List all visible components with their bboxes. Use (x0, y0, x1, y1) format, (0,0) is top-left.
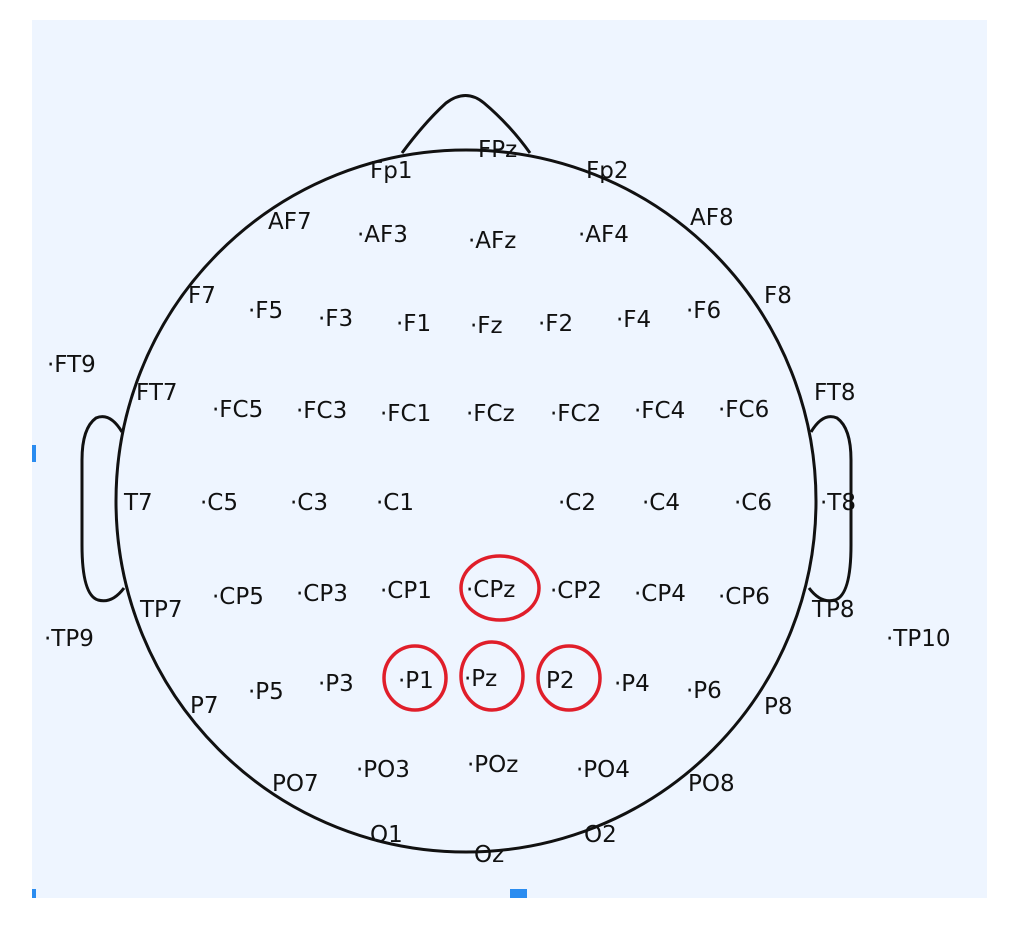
electrode-label-o2[interactable]: O2 (584, 822, 617, 848)
electrode-label-ft9[interactable]: ·FT9 (47, 352, 96, 378)
electrode-label-afz[interactable]: ·AFz (468, 228, 516, 254)
electrode-label-t8[interactable]: ·T8 (820, 490, 856, 516)
electrode-label-c3[interactable]: ·C3 (290, 490, 328, 516)
electrode-label-p4[interactable]: ·P4 (614, 671, 650, 697)
electrode-label-cp6[interactable]: ·CP6 (718, 584, 770, 610)
electrode-label-pz[interactable]: ·Pz (464, 666, 497, 692)
left-ear-shape (80, 415, 126, 603)
electrode-label-f1[interactable]: ·F1 (396, 311, 431, 337)
electrode-label-af7[interactable]: AF7 (268, 209, 312, 235)
electrode-label-p5[interactable]: ·P5 (248, 679, 284, 705)
electrode-label-c5[interactable]: ·C5 (200, 490, 238, 516)
electrode-label-cp4[interactable]: ·CP4 (634, 581, 686, 607)
electrode-label-poz[interactable]: ·POz (467, 752, 518, 778)
highlight-ring-p2 (536, 644, 602, 712)
resize-handle-bottom[interactable] (510, 889, 527, 898)
electrode-label-p8[interactable]: P8 (764, 694, 793, 720)
electrode-label-fpz[interactable]: FPz (478, 137, 517, 163)
electrode-label-f5[interactable]: ·F5 (248, 298, 283, 324)
electrode-label-f2[interactable]: ·F2 (538, 311, 573, 337)
electrode-label-tp10[interactable]: ·TP10 (886, 626, 951, 652)
electrode-label-f4[interactable]: ·F4 (616, 307, 651, 333)
electrode-label-tp7[interactable]: TP7 (139, 597, 183, 623)
electrode-label-fz[interactable]: ·Fz (470, 313, 503, 339)
electrode-label-af8[interactable]: AF8 (690, 205, 734, 231)
montage-canvas (32, 20, 987, 898)
electrode-label-tp9[interactable]: ·TP9 (44, 626, 94, 652)
resize-handle-bottom-left[interactable] (32, 889, 36, 898)
electrode-label-po7[interactable]: PO7 (272, 771, 319, 797)
highlight-ring-cpz (459, 554, 541, 622)
highlight-circles (382, 554, 602, 712)
electrode-label-c4[interactable]: ·C4 (642, 490, 680, 516)
highlight-ring-pz (459, 640, 525, 712)
electrode-label-o1[interactable]: O1 (370, 822, 403, 848)
highlight-ring-p1 (382, 644, 448, 712)
electrode-label-p2[interactable]: P2 (546, 668, 575, 694)
electrode-label-p3[interactable]: ·P3 (318, 671, 354, 697)
electrode-label-p1[interactable]: ·P1 (398, 668, 434, 694)
electrode-label-fc3[interactable]: ·FC3 (296, 398, 347, 424)
head-outline (80, 94, 853, 854)
electrode-label-po8[interactable]: PO8 (688, 771, 735, 797)
electrode-label-fc5[interactable]: ·FC5 (212, 397, 263, 423)
electrode-label-cp3[interactable]: ·CP3 (296, 581, 348, 607)
electrode-label-f6[interactable]: ·F6 (686, 298, 721, 324)
electrode-label-p7[interactable]: P7 (190, 693, 219, 719)
electrode-label-fp1[interactable]: Fp1 (370, 158, 412, 184)
electrode-label-c1[interactable]: ·C1 (376, 490, 414, 516)
electrode-label-cp5[interactable]: ·CP5 (212, 584, 264, 610)
resize-handle-left[interactable] (32, 445, 36, 462)
electrode-label-po4[interactable]: ·PO4 (576, 757, 630, 783)
electrode-label-fp2[interactable]: Fp2 (586, 158, 628, 184)
electrode-label-cpz[interactable]: ·CPz (466, 577, 515, 603)
electrode-label-cp1[interactable]: ·CP1 (380, 578, 432, 604)
electrode-label-fc4[interactable]: ·FC4 (634, 398, 685, 424)
head-circle (114, 148, 818, 854)
nose-shape (400, 94, 532, 154)
electrode-label-fcz[interactable]: ·FCz (466, 401, 515, 427)
electrode-label-ft8[interactable]: FT8 (814, 380, 856, 406)
electrode-label-fc2[interactable]: ·FC2 (550, 401, 601, 427)
electrode-label-p6[interactable]: ·P6 (686, 678, 722, 704)
electrode-label-ft7[interactable]: FT7 (136, 380, 178, 406)
electrode-label-oz[interactable]: Oz (474, 842, 504, 868)
electrode-label-tp8[interactable]: TP8 (811, 597, 855, 623)
electrode-label-fc6[interactable]: ·FC6 (718, 397, 769, 423)
electrode-label-c6[interactable]: ·C6 (734, 490, 772, 516)
electrode-label-f3[interactable]: ·F3 (318, 306, 353, 332)
electrode-label-fc1[interactable]: ·FC1 (380, 401, 431, 427)
right-ear-shape (807, 415, 853, 603)
electrode-label-t7[interactable]: T7 (123, 490, 153, 516)
electrode-label-cp2[interactable]: ·CP2 (550, 578, 602, 604)
electrode-label-po3[interactable]: ·PO3 (356, 757, 410, 783)
electrode-label-af4[interactable]: ·AF4 (578, 222, 629, 248)
electrode-label-f8[interactable]: F8 (764, 283, 792, 309)
electrode-label-af3[interactable]: ·AF3 (357, 222, 408, 248)
electrode-label-c2[interactable]: ·C2 (558, 490, 596, 516)
electrode-label-f7[interactable]: F7 (188, 283, 216, 309)
